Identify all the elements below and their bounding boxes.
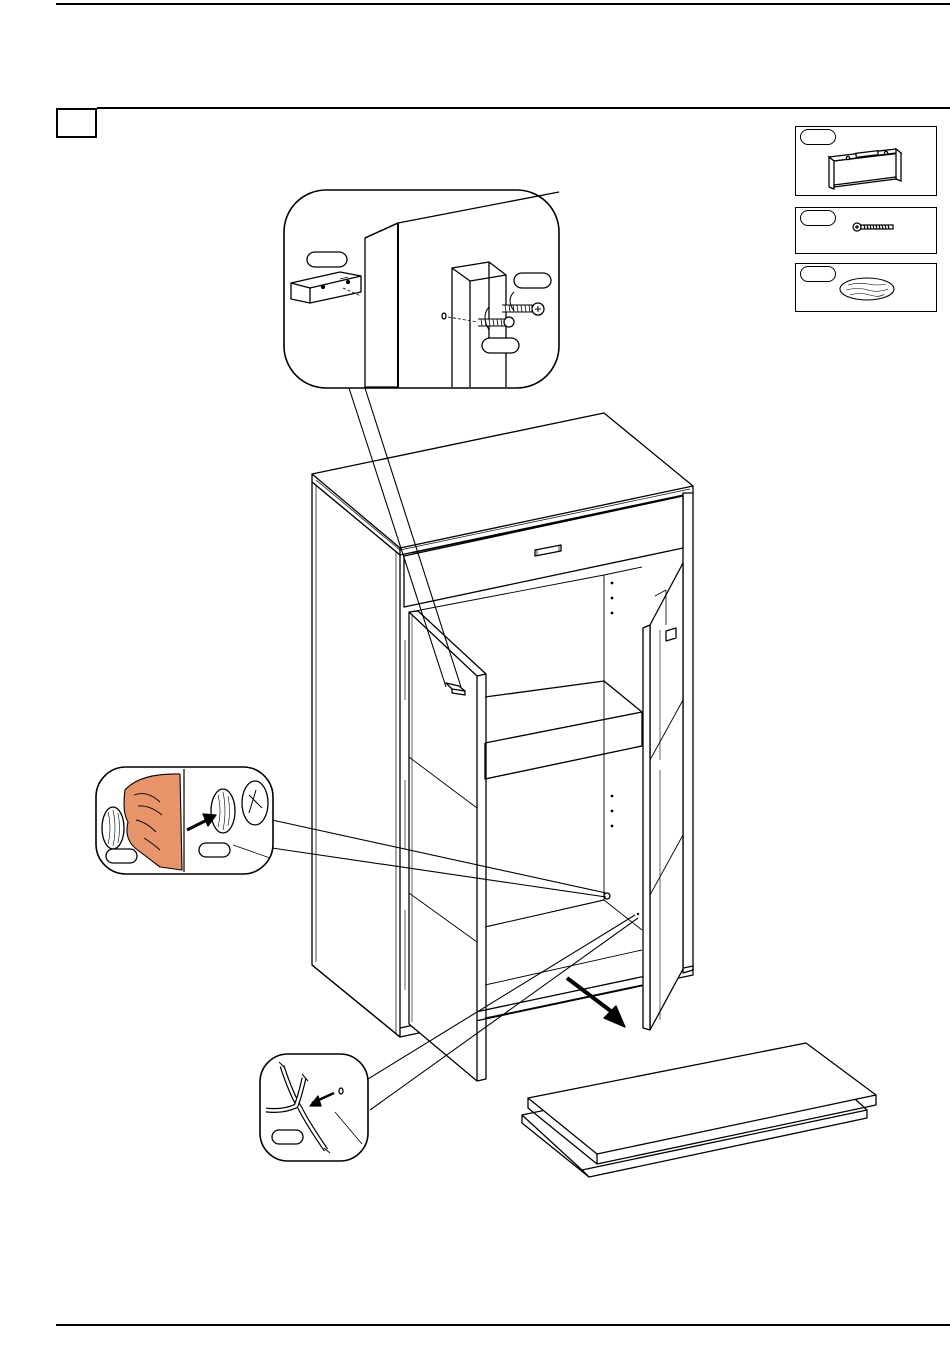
felt-pad-callout	[96, 767, 273, 874]
loose-shelves	[522, 1043, 876, 1177]
cabinet-body	[312, 413, 693, 1037]
arrow-icon	[567, 978, 625, 1027]
left-door	[405, 611, 486, 1081]
cable-tie-callout	[260, 1054, 368, 1161]
right-door	[643, 563, 683, 1030]
hinge-detail-callout	[284, 190, 559, 388]
